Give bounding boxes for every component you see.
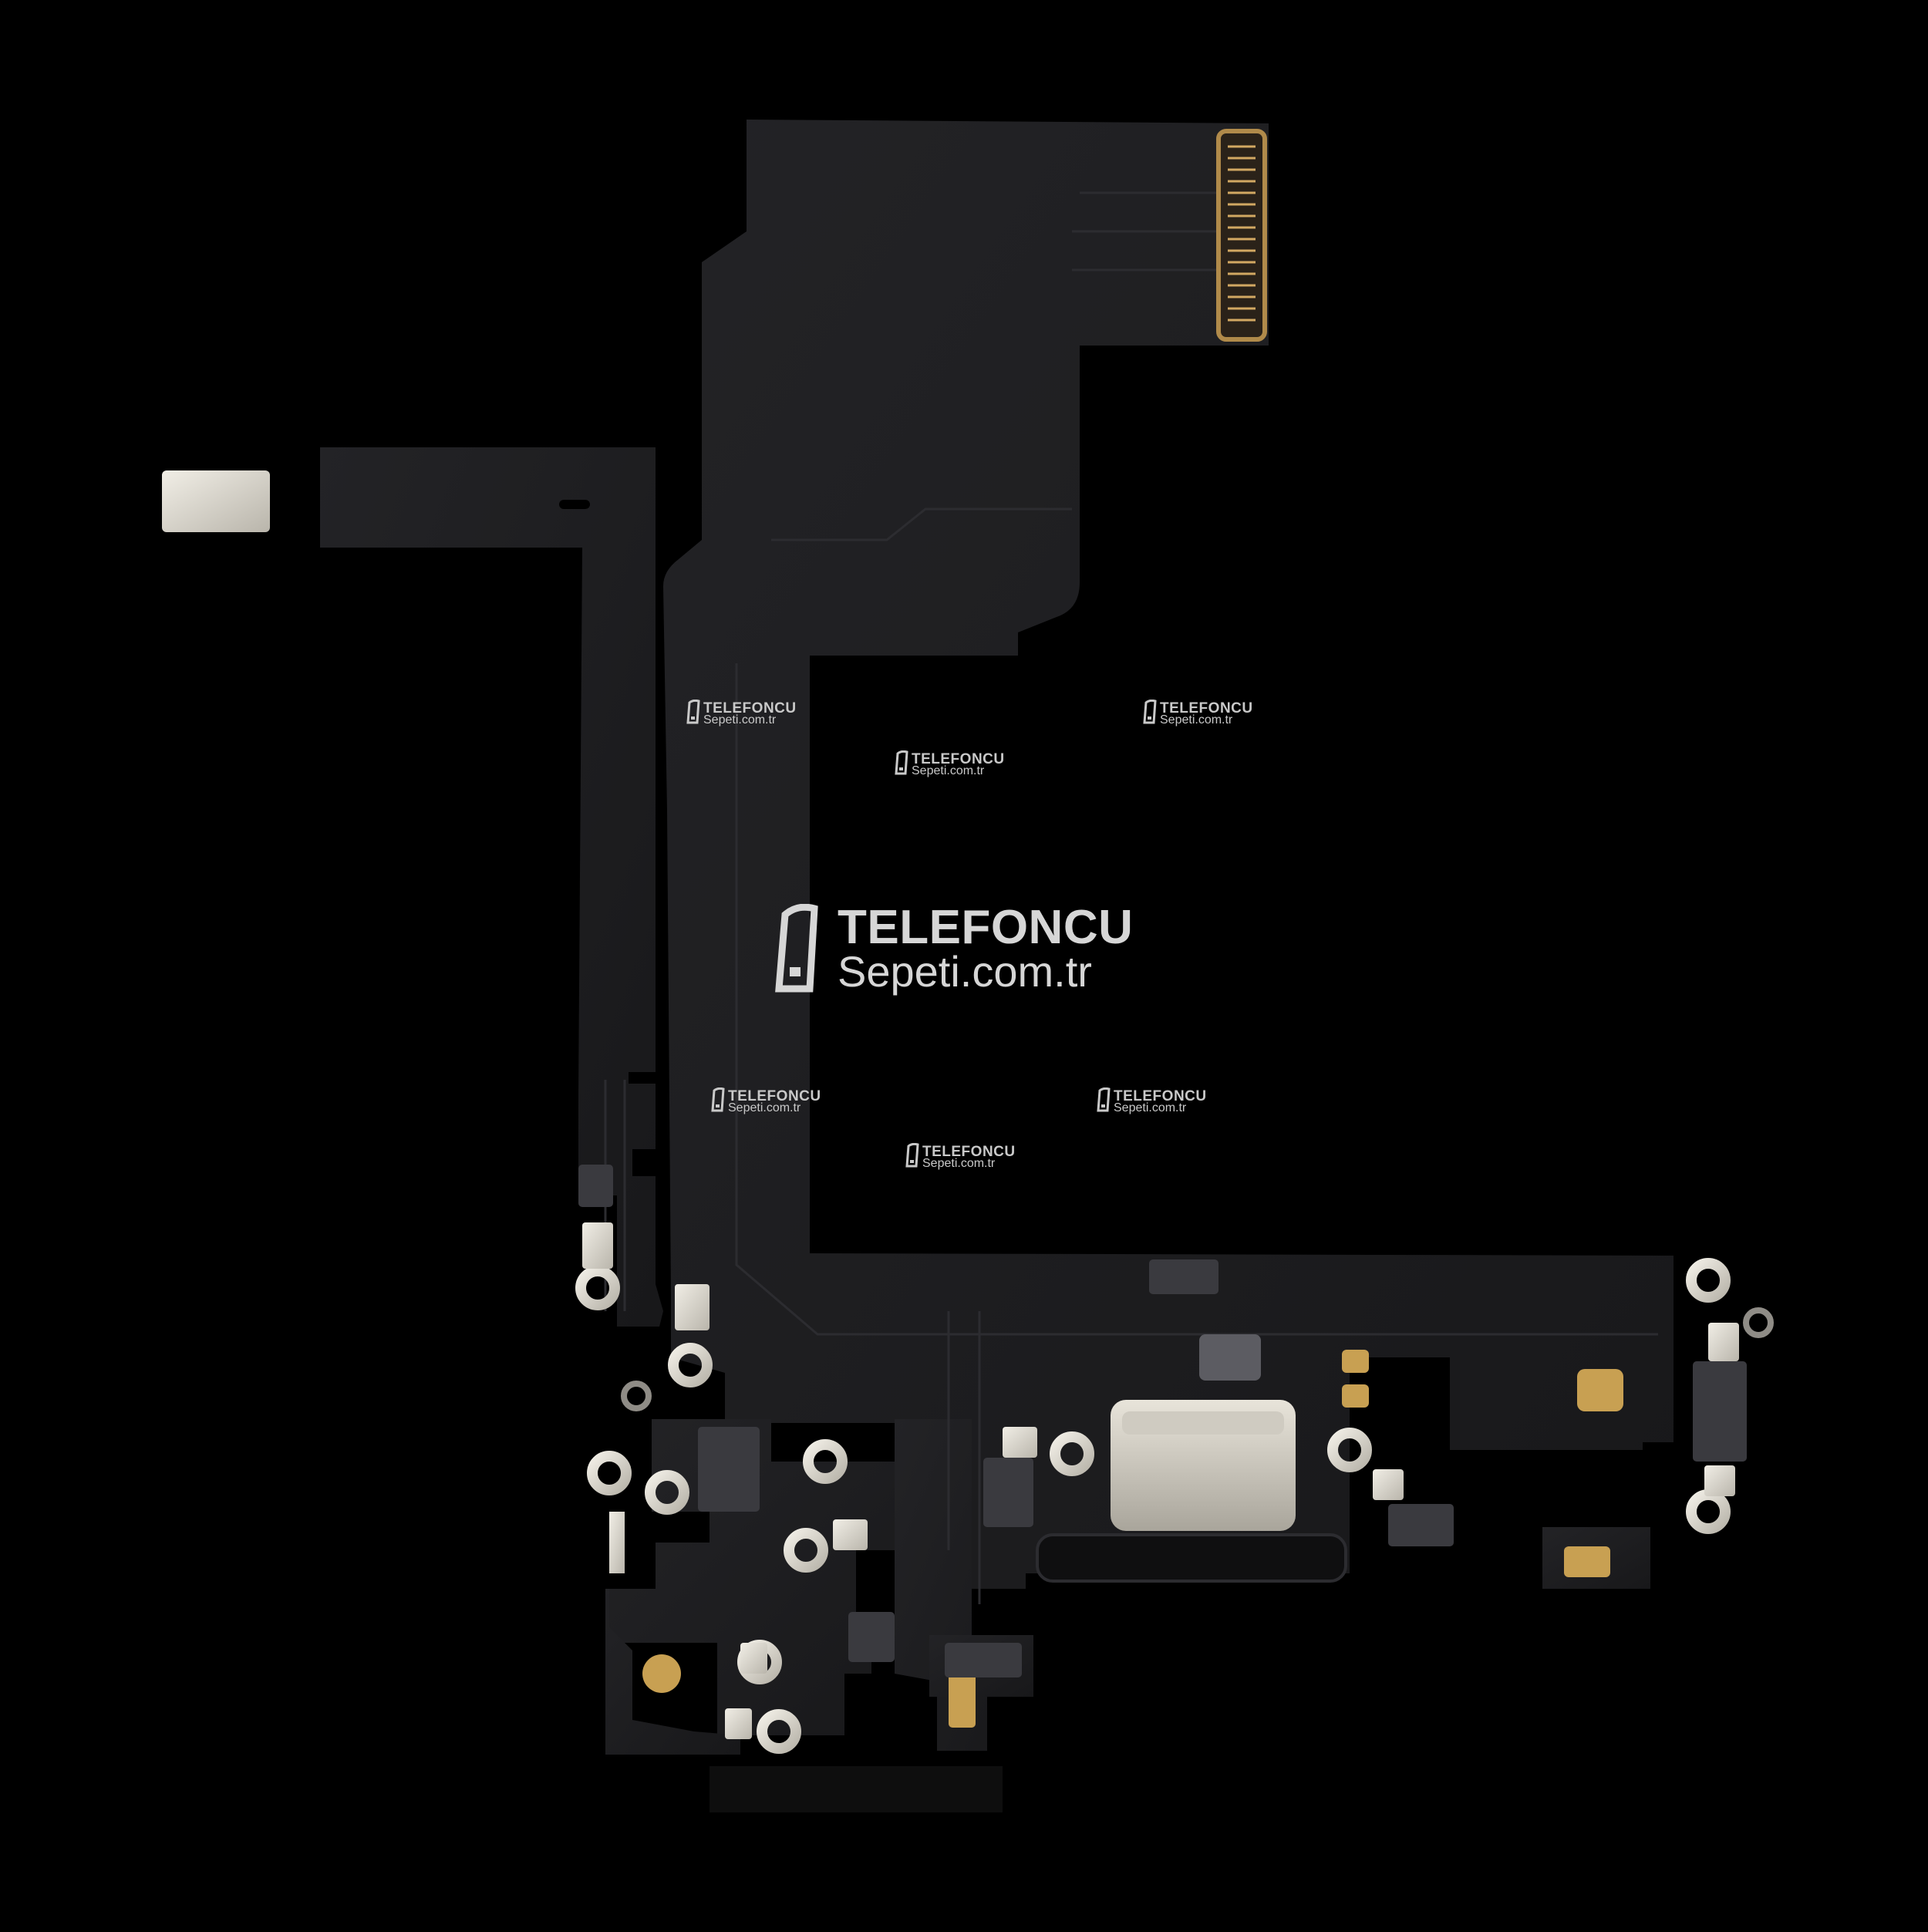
- watermark-line2: Sepeti.com.tr: [838, 947, 1092, 996]
- watermark-line2: Sepeti.com.tr: [1114, 1101, 1187, 1114]
- usb-c-port: [1036, 1400, 1347, 1583]
- grounding-rings: [575, 1258, 1774, 1754]
- watermark-line1: TELEFONCU: [728, 1088, 821, 1104]
- watermark-line1: TELEFONCU: [1160, 700, 1253, 716]
- contact-plate: [162, 470, 270, 532]
- phone-logo-icon: [905, 1143, 919, 1168]
- watermark-line2: Sepeti.com.tr: [728, 1101, 801, 1114]
- smd-components: [578, 1165, 1747, 1677]
- reflection: [710, 1766, 1003, 1812]
- watermark-line2: Sepeti.com.tr: [922, 1157, 996, 1170]
- metal-tabs: [582, 1222, 1739, 1739]
- watermark-line1: TELEFONCU: [1114, 1088, 1207, 1104]
- gold-pads: [642, 1350, 1623, 1728]
- watermark-line1: TELEFONCU: [922, 1144, 1016, 1160]
- watermark-line1: TELEFONCU: [703, 700, 797, 716]
- board-connector: [1216, 129, 1267, 342]
- watermark-line2: Sepeti.com.tr: [1160, 713, 1233, 727]
- phone-logo-icon: [895, 750, 908, 775]
- watermark-line2: Sepeti.com.tr: [703, 713, 777, 727]
- phone-logo-icon: [1097, 1087, 1111, 1112]
- watermark-line2: Sepeti.com.tr: [912, 764, 985, 777]
- watermark-line1: TELEFONCU: [912, 751, 1005, 767]
- phone-logo-icon: [775, 904, 818, 993]
- phone-logo-icon: [686, 700, 700, 724]
- phone-logo-icon: [711, 1087, 725, 1112]
- watermark-line1: TELEFONCU: [838, 901, 1134, 954]
- phone-logo-icon: [1143, 700, 1157, 724]
